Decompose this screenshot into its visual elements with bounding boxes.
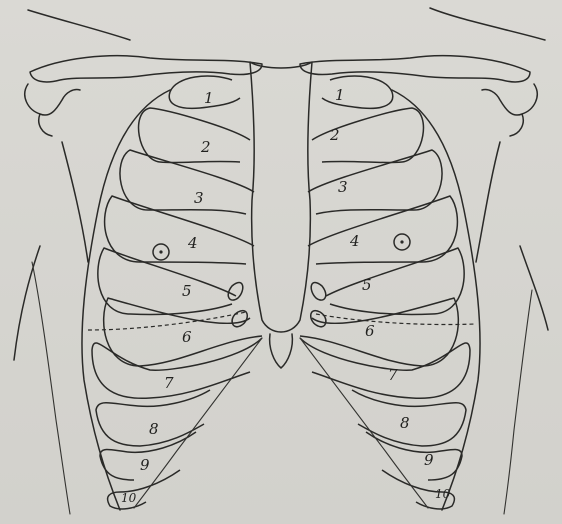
right-rib-6	[300, 298, 458, 366]
arm-left	[14, 142, 88, 360]
left-rib-label-7: 7	[164, 374, 174, 392]
right-rib-label-2: 2	[329, 126, 340, 144]
shoulder-right	[482, 84, 537, 136]
right-rib-3	[308, 150, 442, 214]
right-rib-2	[312, 108, 423, 163]
sternum	[250, 62, 312, 332]
left-rib-10	[108, 470, 180, 509]
left-rib-label-4: 4	[187, 234, 198, 252]
left-rib-label-10: 10	[121, 491, 137, 505]
arm-right	[476, 142, 548, 330]
right-rib-label-7: 7	[388, 366, 398, 384]
shoulder-left	[25, 84, 80, 136]
right-rib-1	[322, 76, 393, 108]
left-rib-2	[139, 108, 250, 163]
right-rib-label-1: 1	[335, 86, 345, 104]
torso-left-edge	[32, 262, 70, 514]
right-rib-7	[300, 338, 470, 398]
left-rib-3	[120, 150, 254, 214]
left-rib-label-2: 2	[200, 138, 211, 156]
right-rib-label-3: 3	[338, 178, 348, 196]
right-rib-label-5: 5	[362, 276, 372, 294]
right-rib-label-9: 9	[424, 451, 434, 469]
right-rib-9	[366, 432, 462, 480]
left-rib-label-1: 1	[204, 89, 214, 107]
left-rib-4	[105, 196, 254, 264]
xiphoid-process	[270, 334, 293, 368]
right-rib-4	[308, 196, 457, 264]
left-rib-label-5: 5	[182, 282, 192, 300]
nipple-left	[153, 244, 169, 260]
right-rib-5	[326, 248, 464, 315]
right-ribs	[300, 76, 480, 510]
torso-right-edge	[504, 290, 532, 514]
left-rib-label-3: 3	[194, 189, 204, 207]
nipple-right	[394, 234, 410, 250]
right-intercostal-gap-1	[311, 283, 326, 301]
left-rib-7	[92, 338, 262, 398]
left-ribs	[82, 76, 262, 510]
right-rib-label-4: 4	[349, 232, 360, 250]
left-intercostal-gap-1	[228, 283, 243, 301]
left-rib-label-9: 9	[140, 456, 150, 474]
right-rib-label-10: 10	[435, 487, 451, 501]
left-intercostal-gap-2	[232, 311, 247, 327]
left-rib-label-6: 6	[182, 328, 192, 346]
neck-left-outline	[28, 10, 130, 40]
right-rib-label-6: 6	[365, 322, 375, 340]
left-rib-label-8: 8	[149, 420, 159, 438]
right-rib-label-8: 8	[400, 414, 410, 432]
neck-right-outline	[430, 8, 545, 40]
